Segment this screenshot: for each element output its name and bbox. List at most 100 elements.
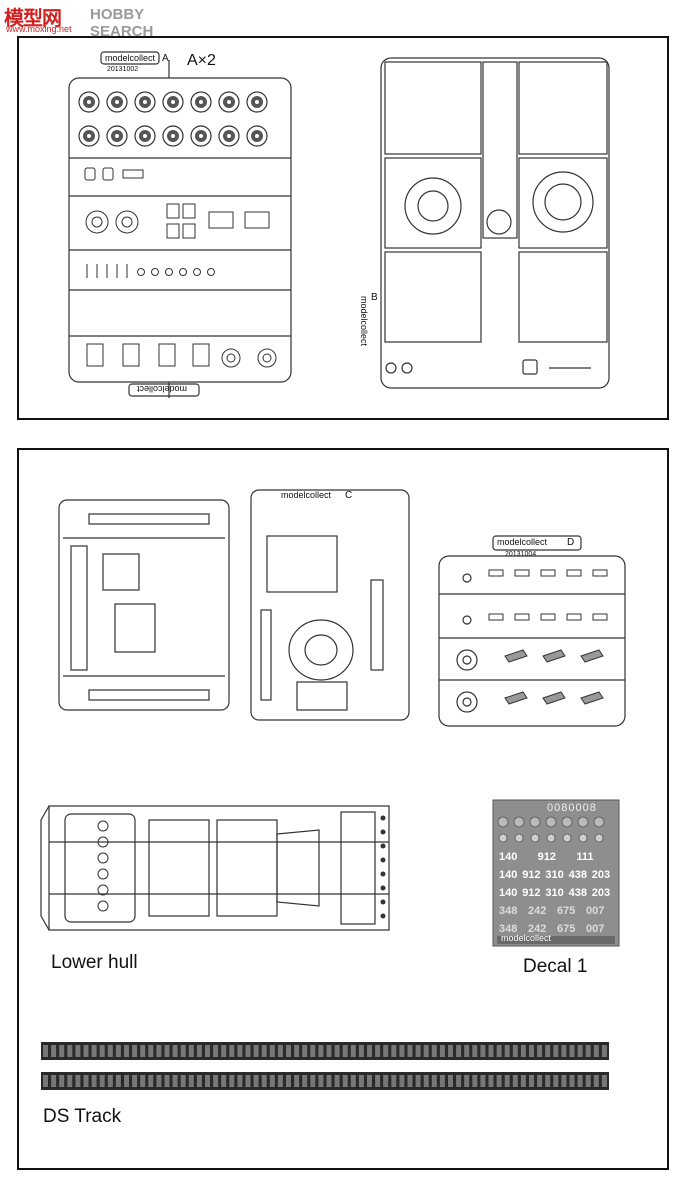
link-part	[504, 691, 528, 705]
track-link	[431, 1045, 437, 1057]
decal-number: 007	[586, 923, 604, 935]
track-link	[601, 1045, 607, 1057]
track-link	[358, 1075, 364, 1087]
track-link	[415, 1075, 421, 1087]
ds-track-links	[43, 1045, 607, 1087]
sprue-d	[438, 535, 626, 727]
decal-emblem	[578, 833, 588, 843]
decal-number: 675	[557, 905, 575, 917]
track-link	[537, 1045, 543, 1057]
track-link	[221, 1075, 227, 1087]
track-link	[561, 1075, 567, 1087]
track-link	[205, 1075, 210, 1087]
track-link	[269, 1075, 275, 1087]
decal-emblem	[577, 816, 589, 828]
track-link	[326, 1045, 332, 1057]
track-link	[51, 1045, 57, 1057]
track-link	[91, 1045, 97, 1057]
track-link	[310, 1045, 316, 1057]
stud-part	[137, 268, 145, 276]
track-link	[253, 1075, 259, 1087]
top-sprue-panel: 20131002 modelcollect A A×2 modelcollect…	[17, 36, 669, 420]
track-link	[391, 1075, 397, 1087]
decal-emblem	[530, 833, 540, 843]
track-link	[472, 1075, 478, 1087]
track-link	[504, 1045, 510, 1057]
track-link	[399, 1075, 405, 1087]
track-link	[83, 1075, 89, 1087]
road-wheel-center	[255, 134, 259, 138]
track-link	[91, 1075, 97, 1087]
track-link	[439, 1045, 445, 1057]
small-part	[514, 613, 530, 621]
hull-hole	[97, 884, 109, 896]
road-wheel-center	[115, 134, 119, 138]
sprue-d-brand: modelcollect	[497, 537, 548, 547]
decal-emblem	[513, 816, 525, 828]
hull-bolt	[380, 871, 386, 877]
decal-number: 140	[499, 887, 517, 899]
link-part	[542, 649, 566, 663]
track-link	[196, 1075, 202, 1087]
sprue-a	[68, 51, 292, 398]
track-link	[172, 1075, 178, 1087]
track-link	[318, 1045, 324, 1057]
track-link	[286, 1075, 291, 1087]
track-link	[326, 1075, 332, 1087]
track-link	[221, 1045, 227, 1057]
watermark: 模型网 HOBBY SEARCH www.moxing.net	[0, 0, 170, 40]
hull-bolt	[380, 857, 386, 863]
small-part	[514, 569, 530, 577]
track-link	[350, 1045, 356, 1057]
track-link	[237, 1075, 243, 1087]
decal-emblem	[497, 816, 509, 828]
track-link	[545, 1075, 551, 1087]
sprue-c-letter: C	[345, 490, 353, 501]
track-link	[448, 1045, 453, 1057]
road-wheel-center	[87, 134, 91, 138]
decal-number: 912	[538, 851, 556, 863]
road-wheel-center	[199, 100, 203, 104]
track-link	[553, 1045, 559, 1057]
hull-hole	[97, 900, 109, 912]
stud-part	[179, 268, 187, 276]
watermark-text: HOBBY SEARCH	[90, 6, 154, 40]
small-part	[566, 613, 582, 621]
decal-number: 438	[569, 887, 587, 899]
road-wheel-center	[143, 100, 147, 104]
track-link	[488, 1075, 494, 1087]
sprue-a-road-wheels	[78, 91, 268, 147]
track-link	[180, 1075, 186, 1087]
track-link	[107, 1045, 113, 1057]
decal-top-digits: 0080008	[547, 802, 597, 814]
decal-number: 310	[545, 887, 563, 899]
track-link	[261, 1075, 267, 1087]
decal-number: 242	[528, 923, 546, 935]
lower-hull-label: Lower hull	[51, 952, 138, 973]
track-link	[383, 1045, 389, 1057]
track-link	[67, 1075, 73, 1087]
track-link	[188, 1075, 194, 1087]
decal-number: 675	[557, 923, 575, 935]
track-link	[520, 1075, 526, 1087]
track-link	[245, 1075, 251, 1087]
decal-emblem	[594, 833, 604, 843]
track-link	[124, 1075, 129, 1087]
track-link	[488, 1045, 494, 1057]
sprue-a-letter: A	[162, 53, 169, 64]
track-link	[140, 1045, 146, 1057]
road-wheel-center	[171, 100, 175, 104]
stud-part	[193, 268, 201, 276]
decal-label: Decal 1	[523, 956, 588, 977]
decal-number: 007	[586, 905, 604, 917]
track-link	[245, 1045, 251, 1057]
track-link	[577, 1045, 583, 1057]
decal-number: 111	[576, 851, 593, 863]
road-wheel-center	[227, 100, 231, 104]
track-link	[99, 1075, 105, 1087]
track-link	[529, 1045, 534, 1057]
track-link	[180, 1045, 186, 1057]
track-link	[439, 1075, 445, 1087]
track-link	[593, 1075, 599, 1087]
